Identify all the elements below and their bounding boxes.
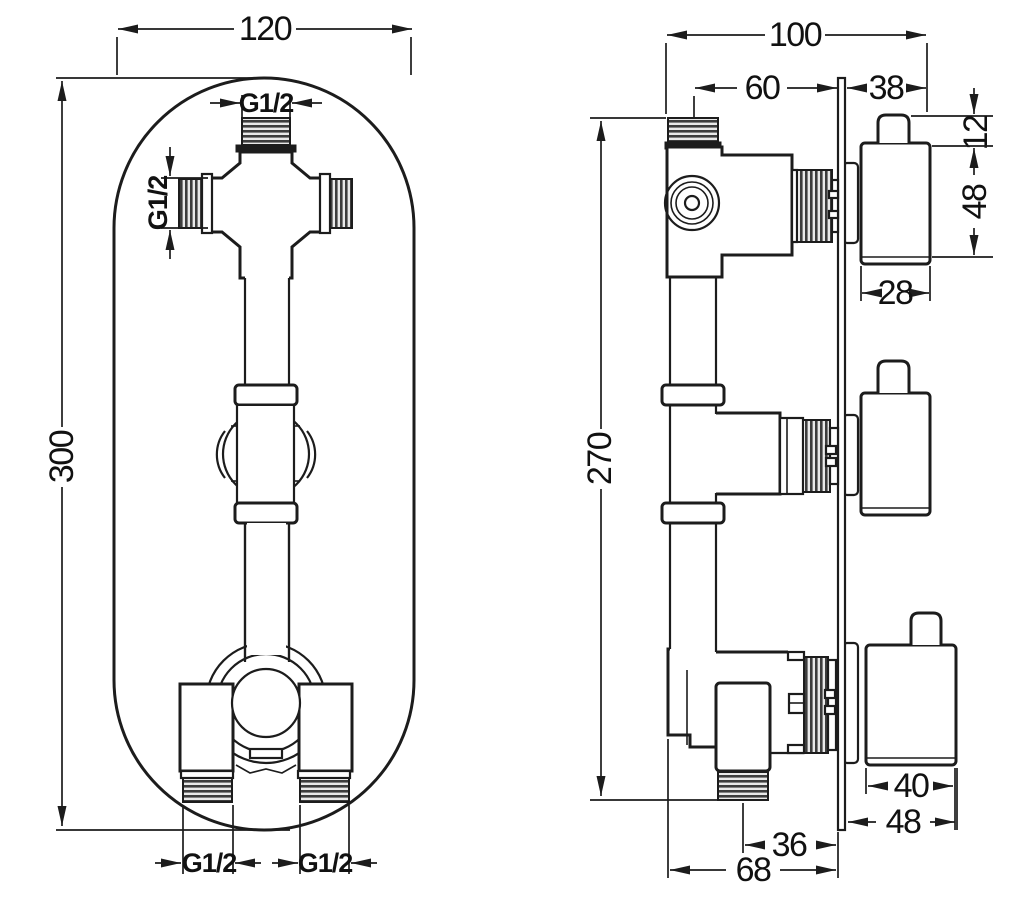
dim-label-40: 40 [894,767,929,805]
dim-label-270: 270 [581,432,619,485]
dim-label-300: 300 [43,430,81,483]
dim-label-60: 60 [745,69,780,107]
thermostat-face-dial [663,174,721,232]
thread-label-outlet-right: G1/2 [298,848,353,878]
front-view: 120 300 G1/2 G1/2 [43,10,416,878]
spout-outlet-block [714,681,772,773]
dim-height-total: 270 [581,117,718,801]
dim-label-28: 28 [878,274,913,312]
bottom-left-port-block [178,682,235,773]
dim-handle-projection: 38 [847,69,926,107]
bottom-right-port-block [297,682,354,773]
dim-knob-height: 48 [932,145,994,258]
thread-label-top: G1/2 [239,88,294,118]
middle-wall-thread [802,419,831,493]
dim-label-12: 12 [957,115,995,150]
dim-label-68: 68 [736,851,771,889]
middle-valve-body-side [716,411,782,496]
dim-label-36: 36 [772,826,807,864]
right-arm-thread [329,178,353,229]
dim-front-width: 120 [116,10,412,75]
side-top-inlet-thread [667,117,719,143]
left-arm-thread [178,178,203,229]
middle-valve-top-collar [233,383,299,407]
dim-outlet-left: G1/2 [155,805,261,878]
spout-outlet-thread [717,771,769,801]
middle-valve-left-lug [215,430,226,479]
dim-knob-stem-height: 12 [911,88,995,150]
thermostat-body [665,145,794,279]
right-arm-collar [318,172,332,235]
dim-thread-side: G1/2 [143,147,208,259]
left-arm-collar [200,172,214,235]
side-view: 100 60 38 12 48 [581,16,995,889]
top-wall-thread [796,169,833,243]
dim-label-38: 38 [869,69,904,107]
dim-outlet-to-plate: 36 [742,803,836,864]
dim-depth-to-plate: 60 [693,69,837,117]
dim-front-height: 300 [43,77,290,831]
middle-valve-right-lug [306,430,317,479]
dim-label-100: 100 [769,16,822,54]
bottom-left-outlet-thread [182,777,233,803]
bottom-handle-stem [909,611,943,645]
dim-depth-total: 100 [665,16,928,114]
dim-bottom-knob-width: 40 [865,767,956,830]
middle-valve-sleeve [231,405,300,503]
dim-thread-top: G1/2 [210,88,322,119]
side-middle-bottom-collar [660,501,726,525]
middle-handle-stem [876,359,911,393]
top-handle-stem [876,113,911,143]
bottom-handle [864,611,958,767]
bottom-right-outlet-thread [299,777,350,803]
cross-valve-body [209,150,323,280]
side-middle-top-collar [660,383,726,407]
thread-label-side: G1/2 [143,176,173,231]
bottom-valve-side [666,647,838,801]
dim-label-120: 120 [239,10,292,48]
bottom-valve-assembly [178,523,354,803]
middle-handle [859,359,932,517]
dim-outlet-right: G1/2 [272,805,377,878]
dim-knob-width: 28 [860,266,931,312]
upper-riser-pipe [243,278,291,385]
top-inlet-thread [241,117,291,146]
middle-valve-bottom-collar [233,501,299,525]
bottom-valve-cartridge [230,667,302,739]
dim-label-48-top: 48 [956,184,994,219]
dim-label-48-bottom: 48 [886,803,921,841]
top-handle [859,113,932,266]
thread-label-outlet-left: G1/2 [182,848,237,878]
dim-bottom-knob-projection: 48 [848,768,958,841]
dim-body-to-plate: 68 [667,739,839,889]
